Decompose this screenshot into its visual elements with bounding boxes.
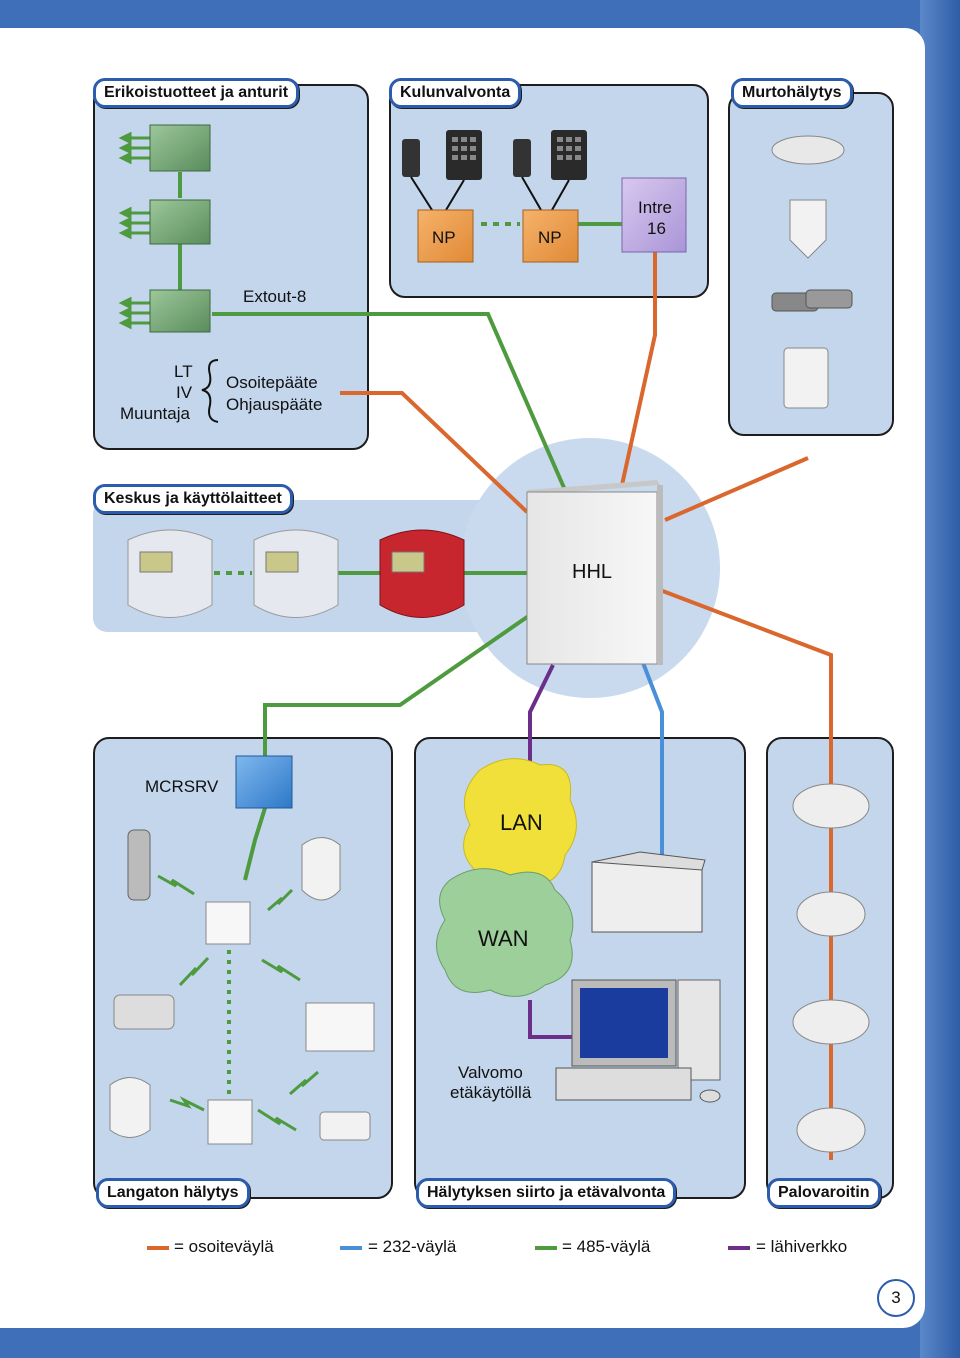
radio-signal-icons xyxy=(157,874,319,1132)
lan-line-top xyxy=(528,664,555,765)
page-side-border xyxy=(920,0,960,1358)
label-intrusion: Murtohälytys xyxy=(731,78,853,108)
output-module-1 xyxy=(149,124,211,172)
label-hhl: HHL xyxy=(572,561,613,583)
label-central: Keskus ja käyttölaitteet xyxy=(93,484,293,514)
intrusion-devices xyxy=(771,135,853,409)
label-lt: LT xyxy=(174,362,193,381)
legend-text-address-bus: = osoiteväylä xyxy=(174,1237,274,1256)
brace-icon xyxy=(201,359,219,423)
wireless-devices xyxy=(109,829,375,1145)
label-muuntaja: Muuntaja xyxy=(120,404,190,423)
address-bus-lines xyxy=(340,252,833,1160)
label-etakaytolla: etäkäytöllä xyxy=(450,1083,532,1102)
legend-text-lan: = lähiverkko xyxy=(756,1237,848,1256)
label-iv: IV xyxy=(176,383,193,402)
label-special-products: Erikoistuotteet ja anturit xyxy=(93,78,300,108)
card-readers xyxy=(402,130,587,211)
label-transfer: Hälytyksen siirto ja etävalvonta xyxy=(416,1178,677,1208)
legend-line-lan xyxy=(728,1246,750,1250)
label-np-2: NP xyxy=(538,228,562,247)
hhl-cabinet xyxy=(526,480,663,665)
label-intre-16: 16 xyxy=(647,219,666,238)
label-ohjauspaate: Ohjauspääte xyxy=(226,395,323,414)
dashed-connectors xyxy=(178,172,520,575)
label-extout: Extout-8 xyxy=(243,287,307,306)
panel-special-products xyxy=(93,84,369,450)
printer xyxy=(591,851,706,933)
label-np-1: NP xyxy=(432,228,456,247)
label-fire: Palovaroitin xyxy=(767,1178,881,1208)
label-valvomo: Valvomo xyxy=(458,1063,523,1082)
keypads xyxy=(127,529,465,618)
page-number: 3 xyxy=(877,1279,915,1317)
legend-line-rs485 xyxy=(535,1246,557,1250)
np-box-1 xyxy=(417,209,474,263)
label-osoitepaate: Osoitepääte xyxy=(226,373,318,392)
output-arrows xyxy=(118,131,150,330)
intre16-box xyxy=(621,177,687,253)
computer xyxy=(555,979,721,1103)
output-module-2 xyxy=(149,199,211,245)
mcrsrv-box xyxy=(235,755,293,809)
label-access-control: Kulunvalvonta xyxy=(389,78,522,108)
smoke-detectors xyxy=(792,783,870,1153)
extout-module xyxy=(149,289,211,333)
label-wan: WAN xyxy=(478,926,529,951)
legend-line-rs232 xyxy=(340,1246,362,1250)
label-intre: Intre xyxy=(638,198,673,217)
rs232-line xyxy=(638,654,664,855)
label-lan: LAN xyxy=(500,810,543,835)
np-box-2 xyxy=(522,209,579,263)
wan-cloud xyxy=(436,868,574,997)
label-wireless: Langaton hälytys xyxy=(96,1178,250,1208)
label-mcrsrv: MCRSRV xyxy=(145,777,219,796)
legend-text-rs485: = 485-väylä xyxy=(562,1237,651,1256)
lan-line-bottom xyxy=(528,1000,575,1039)
lan-cloud xyxy=(463,758,577,889)
legend-line-address-bus xyxy=(147,1246,169,1250)
legend-text-rs232: = 232-väylä xyxy=(368,1237,457,1256)
